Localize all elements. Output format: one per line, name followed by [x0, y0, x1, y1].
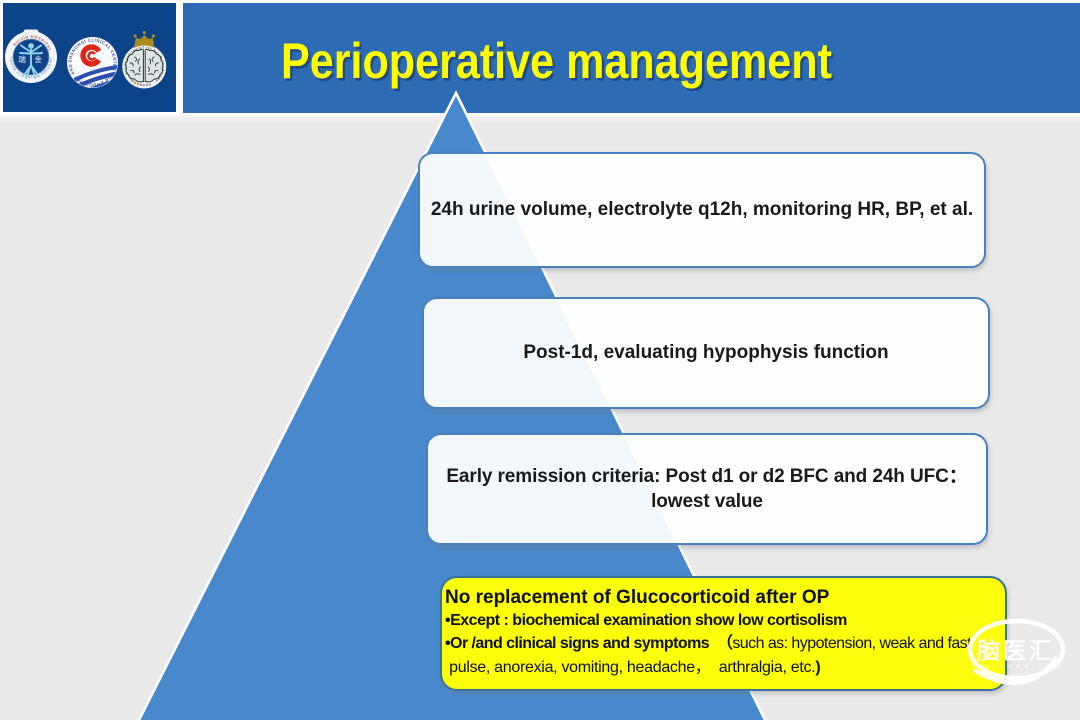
- svg-text:脑医汇: 脑医汇: [977, 638, 1055, 664]
- svg-text:金: 金: [35, 55, 43, 64]
- svg-text:b r a i n m e d . c o m: b r a i n m e d . c o m: [971, 664, 1062, 670]
- svg-text:瑞: 瑞: [19, 55, 27, 64]
